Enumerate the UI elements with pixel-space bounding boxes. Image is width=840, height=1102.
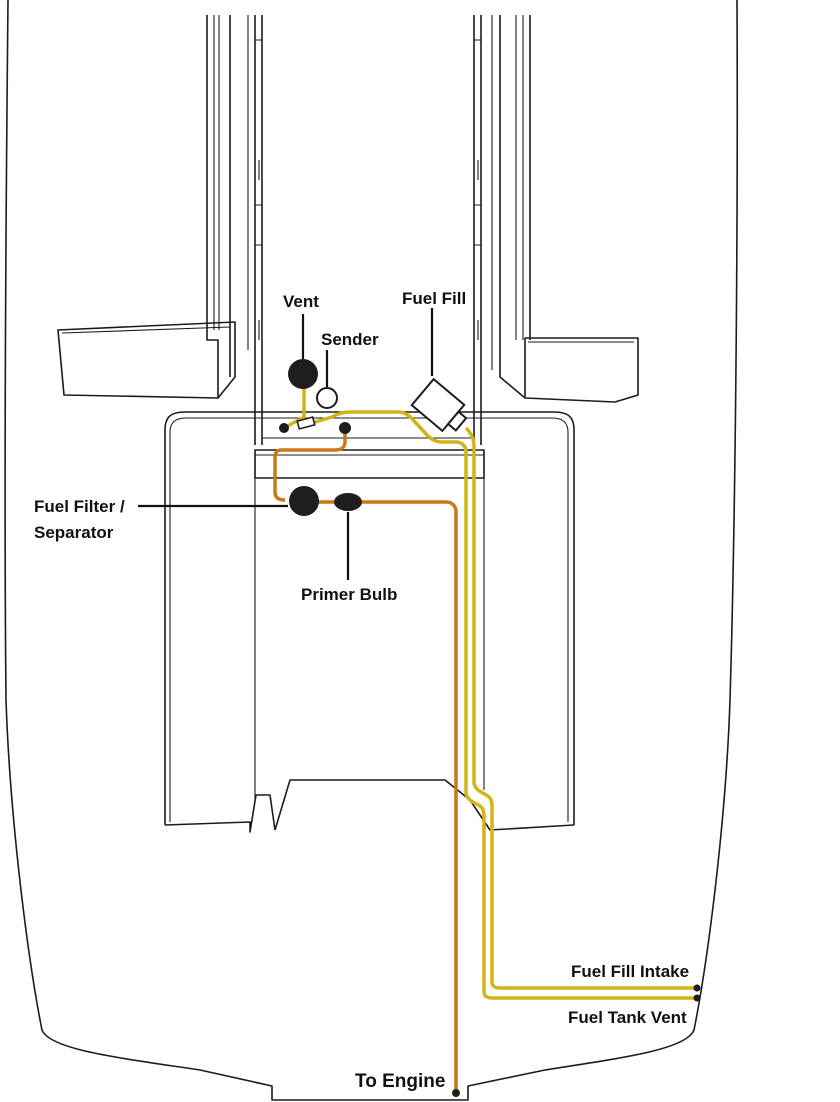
primer-bulb [334,493,362,511]
leader-lines [138,308,434,580]
fuel-fill-intake-label: Fuel Fill Intake [571,962,689,981]
sender-label: Sender [321,330,379,349]
vent-line-end [279,423,289,433]
fuel-fill-intake-end [693,984,701,992]
fuel-filter-label-line2: Separator [34,523,114,542]
vent-fitting [288,359,318,389]
fuel-filter-separator [289,486,319,516]
sender-unit [316,387,338,409]
fuel-tank-vent-end [693,994,701,1002]
fuel-supply-line [273,430,347,502]
labels: Vent Sender Fuel Fill Fuel Filter / Sepa… [34,289,689,1092]
vent-label: Vent [283,292,319,311]
components [279,359,701,1097]
fuel-line-to-engine [358,500,458,1092]
fuel-tank-vent-label: Fuel Tank Vent [568,1008,687,1027]
transom-brackets [57,321,639,403]
fuel-filter-label-line1: Fuel Filter / [34,497,125,516]
vent-tee-fitting [296,416,316,430]
primer-bulb-label: Primer Bulb [301,585,397,604]
fuel-fill-fitting [410,377,468,433]
fuel-fill-intake-line [464,426,696,990]
jack-plate-structure [206,15,531,445]
hull-outline [4,0,739,1101]
fuel-fill-label: Fuel Fill [402,289,466,308]
splash-well [164,411,575,833]
tank-vent-line [311,410,696,1000]
to-engine-label: To Engine [355,1071,445,1092]
fuel-lines [273,388,696,1092]
vent-line [283,388,306,430]
to-engine-end [452,1089,460,1097]
fuel-pickup-fitting [339,422,351,434]
